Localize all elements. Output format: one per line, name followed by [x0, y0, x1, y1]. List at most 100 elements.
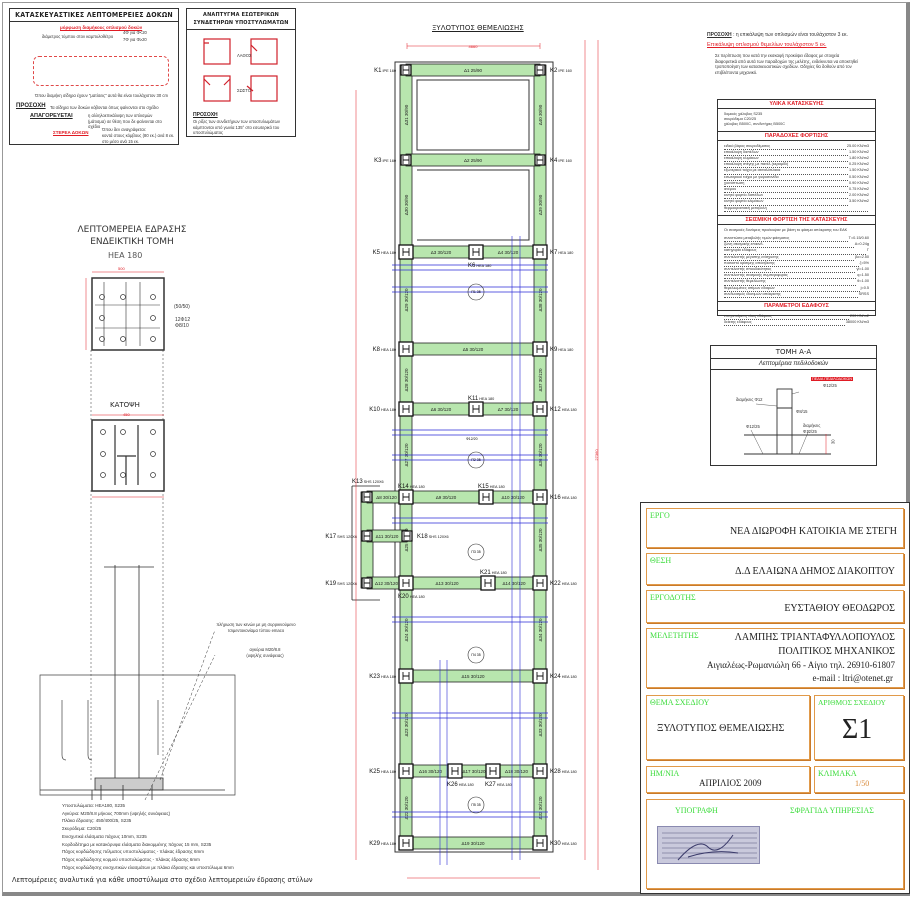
annex-footing-outline	[351, 485, 380, 601]
seismic-row-label: συνιστώσα μεταβολής τιμών φάσματος	[724, 236, 848, 243]
location-value: Δ.Δ ΕΛΑΙΩΝΑ ΔΗΜΟΣ ΔΙΑΚΟΠΤΟΥ	[735, 566, 895, 577]
column-section: SHS 120X6	[363, 480, 384, 484]
column-section: HEA 180	[561, 842, 577, 846]
beam-label: Δ2 25/90	[464, 158, 483, 163]
section-aa-box: ΤΟΜΗ Α-Α Λεπτομέρεια πεδιλοδοκών ΠΕΔΙΑ Π…	[710, 345, 877, 466]
column-id: K21	[480, 570, 491, 576]
rebar-line	[392, 616, 548, 623]
vertical-beam-label: Δ34 30/120	[538, 618, 543, 642]
bend-label: διάμετρος τύμπου στον καμπυλοθέτρο	[42, 34, 114, 39]
column-section: SHS 120X6	[336, 535, 357, 539]
scale-label: ΚΛΙΜΑΚΑ	[818, 769, 857, 778]
load-row-label: επικάλυψη δαπέδων	[724, 150, 848, 157]
column-id: K16	[550, 495, 561, 501]
forbidden-label: ΑΠΑΓΟΡΕΥΕΤΑΙ	[30, 113, 73, 119]
beam-label: Δ9 30/120	[436, 495, 457, 500]
column-id: K2	[550, 68, 558, 74]
column-id: K29	[369, 841, 380, 847]
loads-title: ΠΑΡΑΔΟΧΕΣ ΦΟΡΤΙΣΗΣ	[718, 130, 875, 141]
load-row-label: εξωτερικοί τοίχοι με ατσαλόπλακα	[724, 168, 848, 175]
seismic-row-value: A=0.24g	[854, 242, 869, 247]
soil-title: ΠΑΡΑΜΕΤΡΟΙ ΕΔΑΦΟΥΣ	[718, 301, 875, 312]
right-label: ΣΩΣΤΟ	[237, 88, 252, 93]
column-profile-icon	[451, 767, 459, 775]
column-label: K21 HEA 180	[480, 570, 507, 576]
column-label: K6 HEA 180	[468, 263, 491, 269]
column-id: K14	[398, 484, 409, 490]
load-row-label: κινητό φορτίο δαπέδων	[724, 193, 848, 200]
stirrup-text: Οι ρίζες των συνδετήρων των υποστυλωμάτω…	[193, 119, 280, 136]
slab-label: Π2 35	[471, 458, 480, 462]
project-cell: ΕΡΓΟ ΝΕΑ ΔΙΩΡΟΦΗ ΚΑΤΟΙΚΙΑ ΜΕ ΣΤΕΓΗ	[646, 508, 904, 548]
stamp-image	[657, 826, 760, 864]
base-note: Πάχος κορδώδησης κορμού υποστυλώματος - …	[62, 856, 200, 862]
base-detail-drawing	[40, 271, 225, 800]
column-label: K15 HEA 180	[478, 484, 505, 490]
stirrups-text-1: Όπου δεν αναγράφεται:	[102, 127, 146, 132]
date-value: ΑΠΡΙΛΙΟΣ 2009	[699, 778, 762, 788]
bend-2: 7Φ για Φ≥20	[123, 37, 147, 42]
seismic-row-value: βο=2.50	[855, 254, 869, 259]
column-section: IPE 160	[381, 159, 396, 163]
column-profile-icon	[402, 672, 410, 680]
column-id: K3	[374, 158, 382, 164]
forbidden-text: η αλληλοεπικάλυψη των οπλισμών (μάτισμα)…	[88, 113, 162, 130]
column-id: K22	[550, 581, 561, 587]
column-label: K25 HEA 180	[369, 769, 396, 775]
column-section: HEA 180	[478, 397, 494, 401]
bar-label-2: Φ8/15	[796, 409, 808, 414]
seismic-row-label: συντελεστής θεμελίωσης	[724, 279, 857, 286]
soil-row-value: 200 KN/m2	[850, 314, 869, 319]
seismic-row: ζώνη σεισμικής επικινδ.A=0.24g	[724, 242, 869, 249]
designer-cell: ΜΕΛΕΤΗΤΗΣ ΛΑΜΠΗΣ ΤΡΙΑΝΤΑΦΥΛΛΟΠΟΥΛΟΣ ΠΟΛΙ…	[646, 628, 904, 688]
column-section: HEA 180	[561, 770, 577, 774]
seismic-row-label: συνδυασμός ιδιοτιμών απόκρισης	[724, 292, 858, 299]
slab-marker	[467, 451, 485, 469]
vertical-beam-label: Δ35 30/120	[538, 528, 543, 552]
column-id: K11	[468, 396, 479, 402]
vertical-beam-label: Δ30 30/90	[404, 194, 409, 215]
column-label: K17 SHS 120X6	[325, 534, 357, 540]
subject-label: ΘΕΜΑ ΣΧΕΔΙΟΥ	[650, 698, 710, 707]
column-id: K28	[550, 769, 561, 775]
callout-anchors: αγκύρια M20/8.8 (υψηλής συνάφειας)	[246, 647, 284, 658]
column-section: IPE 160	[557, 69, 572, 73]
stirrup-title-1: ΑΝΑΠΤΥΓΜΑ ΕΣΩΤΕΡΙΚΩΝ	[203, 12, 279, 18]
subject-value: ΞΥΛΟΤΥΠΟΣ ΘΕΜΕΛΙΩΣΗΣ	[657, 723, 785, 734]
callout-grout: πλήρωση των κενών με μη συρρικνούμενο τσ…	[216, 622, 296, 633]
slab-marker	[467, 646, 485, 664]
seismic-row-label: θεμελιωμένες ιστίμων εδαφών	[724, 286, 860, 292]
vertical-beam-label: Δ40 30/90	[538, 104, 543, 125]
load-row-value: 1.50 KN/m2	[848, 149, 869, 154]
vertical-beam-label: Δ31 30/90	[404, 104, 409, 125]
dim-plate: 450	[123, 412, 130, 417]
date-label: ΗΜ/ΝΙΑ	[650, 769, 680, 778]
drawing-number: Σ1	[842, 714, 873, 745]
load-row-label: χιονόπτωση	[724, 181, 848, 188]
column-profile-icon	[484, 579, 492, 587]
column-profile-icon	[536, 345, 544, 353]
column-section: SHS 120X6	[428, 535, 449, 539]
beam-label: Δ3 30/120	[431, 250, 452, 255]
material-row: σκυρόδεμα C20/25	[724, 117, 757, 122]
column-id: K27	[485, 782, 496, 788]
mesh-value: Φ12/25	[823, 383, 837, 388]
dimension-lines	[355, 40, 599, 879]
column-profile-icon	[536, 248, 544, 256]
soil-row-value: 38000 KN/m3	[845, 320, 869, 325]
seismic-row-value: SRSS	[858, 291, 869, 296]
beam-details-box: ΚΑΤΑΣΚΕΥΑΣΤΙΚΕΣ ΛΕΠΤΟΜΕΡΕΙΕΣ ΔΟΚΩΝ μόρφω…	[9, 8, 179, 145]
seismic-row-value: T=0.15/0.60	[848, 236, 869, 241]
column-label: K26 HEA 180	[447, 782, 474, 788]
column-id: K20	[398, 594, 409, 600]
